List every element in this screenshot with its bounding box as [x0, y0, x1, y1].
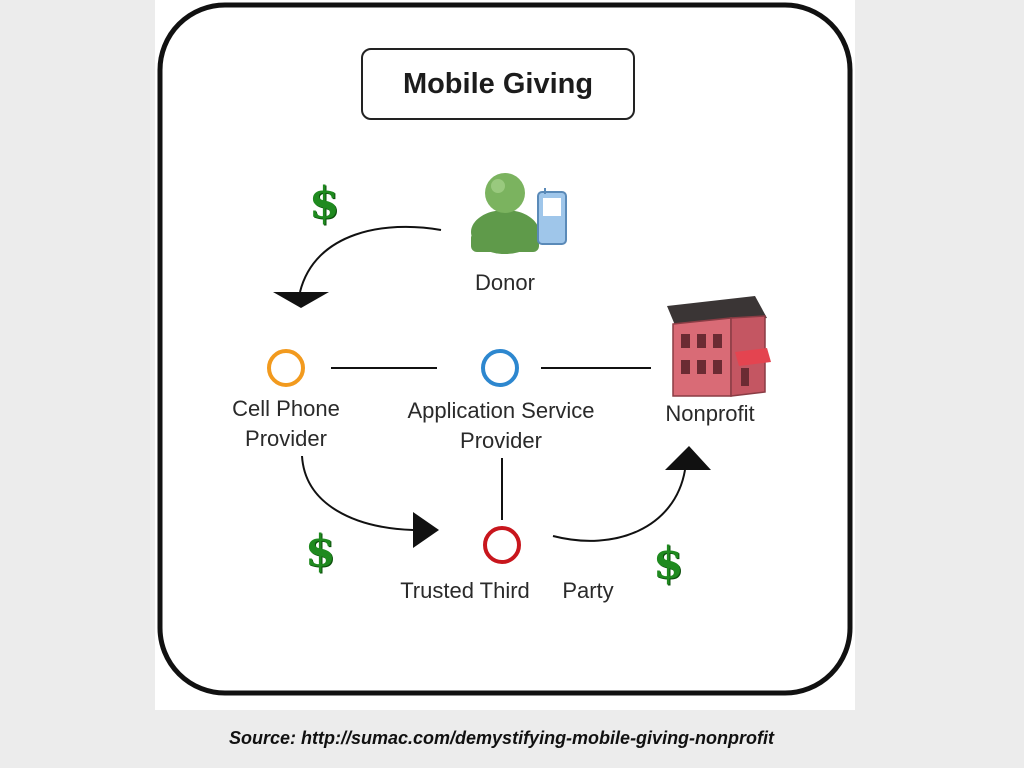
- arrow-donor-to-cellphone: [299, 225, 442, 293]
- dollar-icon-right: $: [653, 538, 684, 589]
- application-service-provider-label-line2: Provider: [460, 428, 542, 453]
- cell-phone-provider-label-line2: Provider: [245, 426, 327, 451]
- trusted-third-label: Trusted Third: [400, 578, 530, 603]
- dollar-icon-left: $: [305, 526, 336, 577]
- dollar-icon-top: $: [309, 178, 340, 229]
- arrowhead-donor-to-cellphone: [273, 292, 329, 308]
- nonprofit-label: Nonprofit: [665, 401, 755, 426]
- trusted-third-party-node: [483, 526, 521, 564]
- donor-label: Donor: [475, 270, 535, 295]
- application-service-provider-node: [481, 349, 519, 387]
- outer-frame: [157, 2, 853, 696]
- arrow-trusted-party-to-nonprofit: [552, 469, 686, 542]
- arrowhead-trusted-party-to-nonprofit: [665, 446, 711, 470]
- diagram-title: Mobile Giving: [361, 48, 635, 120]
- party-label: Party: [562, 578, 614, 603]
- nonprofit-building-icon: [667, 296, 771, 397]
- slide-panel: Mobile Giving Donor Cell Phone Provider …: [155, 0, 855, 710]
- cell-phone-provider-label-line1: Cell Phone: [232, 396, 340, 421]
- source-caption: Source: http://sumac.com/demystifying-mo…: [229, 728, 775, 748]
- mobile-giving-diagram: [157, 2, 853, 696]
- arrow-cellphone-to-trusted-party: [301, 455, 414, 531]
- cell-phone-icon: [537, 188, 567, 245]
- application-service-provider-label-line1: Application Service: [407, 398, 595, 423]
- donor-person-icon: [471, 173, 539, 254]
- cell-phone-provider-node: [267, 349, 305, 387]
- arrowhead-cellphone-to-trusted-party: [413, 512, 439, 548]
